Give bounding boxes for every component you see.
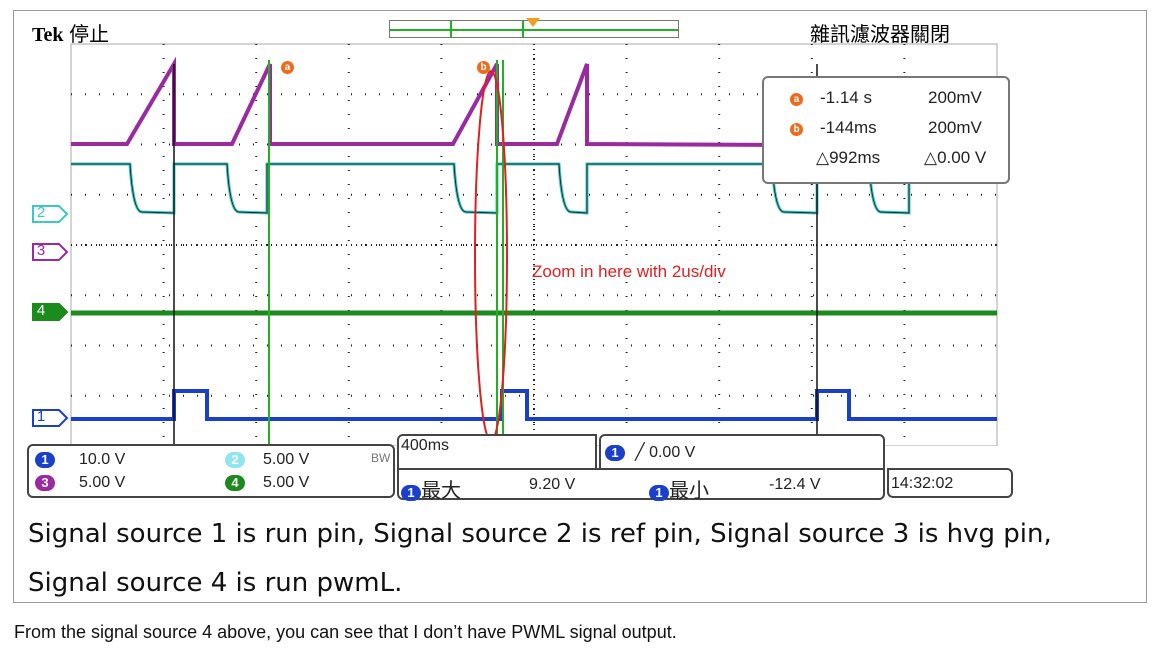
scope-status: Tek 停止 — [32, 18, 109, 47]
ch4-scale: 5.00 V — [263, 474, 310, 491]
trigger-setting: 1 ╱ 0.00 V — [605, 442, 695, 462]
max-channel-badge: 1 — [401, 485, 421, 501]
timebase-value: 400ms — [401, 437, 450, 454]
trigger-channel-badge: 1 — [605, 445, 625, 461]
ch4-marker[interactable]: 4 — [31, 302, 69, 321]
cursor-readout: a -1.14 s 200mV b -144ms 200mV △992ms △0… — [762, 76, 1010, 184]
min-label: 最小 — [669, 480, 709, 502]
trigger-level: ╱ 0.00 V — [635, 444, 696, 461]
note-text: From the signal source 4 above, you can … — [14, 622, 677, 642]
run-state: 停止 — [69, 24, 110, 46]
min-value: -12.4 V — [769, 476, 821, 493]
graticule-grid — [71, 44, 997, 446]
record-cursor-b — [522, 21, 524, 37]
delta-volt: △0.00 V — [924, 148, 987, 167]
max-label: 最大 — [421, 480, 461, 502]
channel-settings-panel: 1 10.0 V 2 5.00 V BW 3 5.00 V 4 5.00 V — [27, 444, 395, 498]
cursor-b-label: b — [477, 61, 490, 74]
ch1-marker[interactable]: 1 — [31, 408, 69, 427]
ch3-marker[interactable]: 3 — [31, 242, 69, 261]
cursor-a-label: a — [281, 61, 294, 74]
ch2-marker-icon — [32, 205, 69, 223]
ch3-setting[interactable]: 3 5.00 V — [35, 474, 125, 492]
delta-time: △992ms — [816, 148, 881, 167]
ch4-badge: 4 — [225, 475, 245, 491]
ch2-marker[interactable]: 2 — [31, 204, 69, 223]
caption-text: Signal source 1 is run pin, Signal sourc… — [28, 519, 1052, 598]
ch2-scale: 5.00 V — [263, 451, 310, 468]
bandwidth-limit-label: BW — [371, 451, 391, 465]
cursor-delta-readout: △992ms △0.00 V — [764, 148, 1008, 172]
cursor-b-time: -144ms — [820, 118, 877, 137]
brand-logo: Tek — [32, 24, 64, 46]
ch4-setting[interactable]: 4 5.00 V — [225, 474, 309, 492]
noise-filter-status: 雜訊濾波器關閉 — [810, 24, 950, 46]
ch3-scale: 5.00 V — [79, 474, 126, 491]
cursor-b-volt: 200mV — [928, 118, 982, 137]
cursor-a-time: -1.14 s — [820, 88, 872, 107]
record-position-bar[interactable] — [389, 18, 679, 38]
timebase-panel[interactable]: 400ms — [397, 434, 597, 468]
cursor-a-volt: 200mV — [928, 88, 982, 107]
ch3-badge: 3 — [35, 475, 55, 491]
record-cursor-a — [450, 21, 452, 37]
ch3-marker-icon — [32, 243, 69, 261]
cursor-b-readout: b -144ms 200mV — [764, 118, 1008, 142]
max-value: 9.20 V — [529, 476, 576, 493]
ch1-trace — [71, 389, 997, 421]
ch2-setting[interactable]: 2 5.00 V — [225, 451, 309, 469]
min-channel-badge: 1 — [649, 485, 669, 501]
ch1-scale: 10.0 V — [79, 451, 126, 468]
ch4-marker-icon — [32, 303, 69, 321]
oscilloscope-screen: Tek 停止 雜訊濾波器關閉 2 3 4 1 a b a -1.14 s 200… — [27, 16, 1015, 503]
cursor-a-readout: a -1.14 s 200mV — [764, 88, 1008, 112]
trigger-panel[interactable]: 1 ╱ 0.00 V — [599, 434, 885, 468]
ch1-badge: 1 — [35, 452, 55, 468]
cursor-a-icon: a — [790, 93, 803, 106]
clock-time: 14:32:02 — [891, 475, 954, 492]
clock-panel: 14:32:02 — [887, 468, 1013, 498]
zoom-annotation: Zoom in here with 2us/div — [532, 262, 726, 281]
record-bar-line — [390, 29, 678, 31]
ch1-setting[interactable]: 1 10.0 V — [35, 451, 125, 469]
ch2-badge: 2 — [225, 452, 245, 468]
ch1-marker-icon — [32, 409, 69, 427]
cursor-b-icon: b — [790, 123, 803, 136]
trigger-position-icon — [526, 18, 540, 27]
